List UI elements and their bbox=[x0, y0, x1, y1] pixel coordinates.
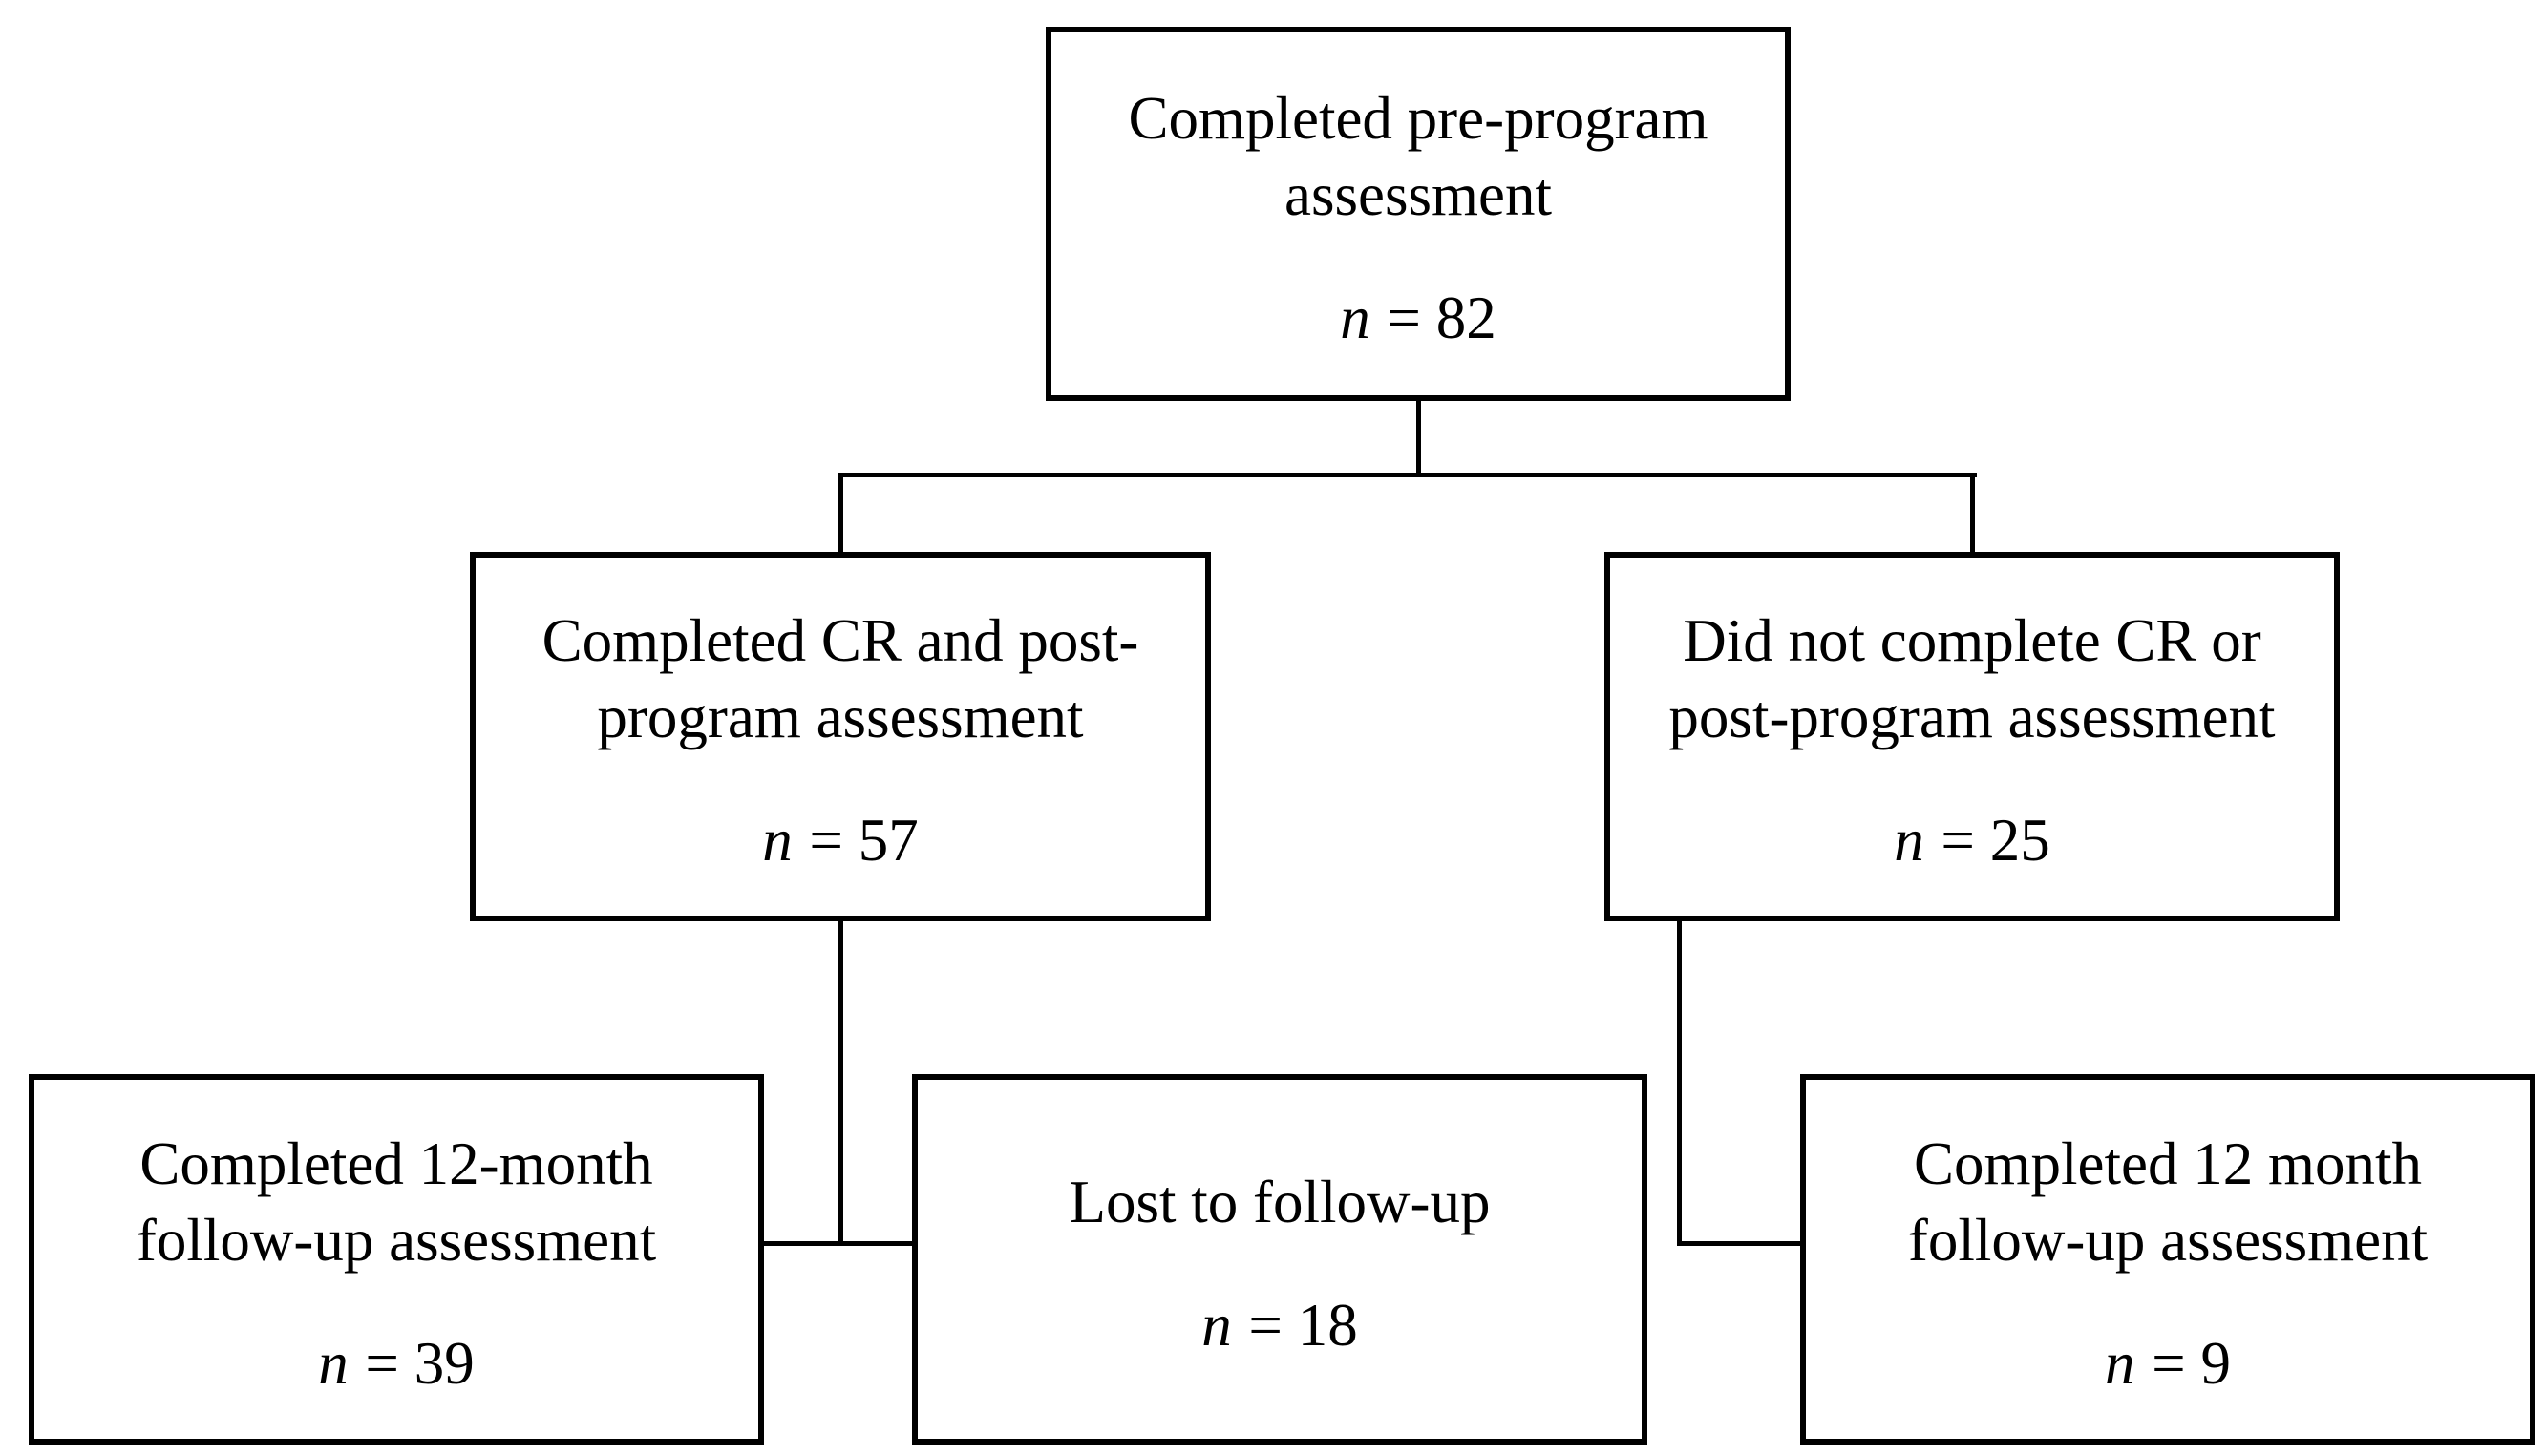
n-count: = 57 bbox=[809, 807, 919, 874]
n-symbol: n bbox=[318, 1329, 349, 1397]
box-lost-to-followup-n: n= 18 bbox=[1201, 1295, 1357, 1356]
n-count: = 25 bbox=[1941, 807, 2050, 874]
box-completed-12-month-followup-right: Completed 12 month follow-up assessment … bbox=[1800, 1074, 2535, 1445]
connector-bottomleft-bottommiddle-horizontal bbox=[762, 1241, 915, 1246]
box-completed-12-month-followup-left-label: Completed 12-month follow-up assessment bbox=[136, 1129, 657, 1274]
n-count: = 9 bbox=[2152, 1329, 2231, 1397]
box-completed-cr-and-post-program-label: Completed CR and post- program assessmen… bbox=[541, 607, 1139, 750]
box-did-not-complete-cr-label: Did not complete CR or post-program asse… bbox=[1668, 607, 2276, 750]
connector-top-vertical bbox=[1416, 399, 1421, 477]
connector-level2-right-vertical bbox=[1677, 918, 1682, 1246]
box-completed-pre-program-assessment-label: Completed pre-program assessment bbox=[1128, 84, 1708, 228]
n-symbol: n bbox=[1340, 284, 1370, 351]
n-symbol: n bbox=[762, 807, 793, 874]
connector-bottomright-horizontal bbox=[1677, 1241, 1803, 1246]
connector-level2-left-vertical bbox=[838, 918, 843, 1246]
connector-left-drop bbox=[838, 473, 843, 557]
connector-right-drop bbox=[1970, 473, 1975, 557]
box-lost-to-followup: Lost to follow-up n= 18 bbox=[912, 1074, 1647, 1445]
box-completed-pre-program-assessment: Completed pre-program assessment n = 82 bbox=[1046, 27, 1791, 401]
box-completed-12-month-followup-right-label: Completed 12 month follow-up assessment bbox=[1907, 1129, 2429, 1274]
box-completed-12-month-followup-left: Completed 12-month follow-up assessment … bbox=[29, 1074, 764, 1445]
n-count: = 82 bbox=[1387, 284, 1496, 351]
box-did-not-complete-cr-n: n= 25 bbox=[1894, 811, 2049, 871]
connector-branch-horizontal bbox=[838, 473, 1977, 477]
box-completed-12-month-followup-right-n: n= 9 bbox=[2105, 1333, 2231, 1394]
n-count: = 39 bbox=[365, 1329, 475, 1397]
n-symbol: n bbox=[2105, 1329, 2135, 1397]
box-did-not-complete-cr: Did not complete CR or post-program asse… bbox=[1604, 552, 2340, 921]
box-completed-cr-and-post-program-n: n= 57 bbox=[762, 811, 918, 871]
n-symbol: n bbox=[1201, 1291, 1232, 1359]
box-completed-12-month-followup-left-n: n= 39 bbox=[318, 1333, 474, 1394]
box-completed-cr-and-post-program: Completed CR and post- program assessmen… bbox=[470, 552, 1211, 921]
n-count: = 18 bbox=[1248, 1291, 1358, 1359]
box-completed-pre-program-assessment-n: n = 82 bbox=[1340, 284, 1496, 351]
box-lost-to-followup-label: Lost to follow-up bbox=[1069, 1168, 1491, 1235]
n-symbol: n bbox=[1894, 807, 1924, 874]
